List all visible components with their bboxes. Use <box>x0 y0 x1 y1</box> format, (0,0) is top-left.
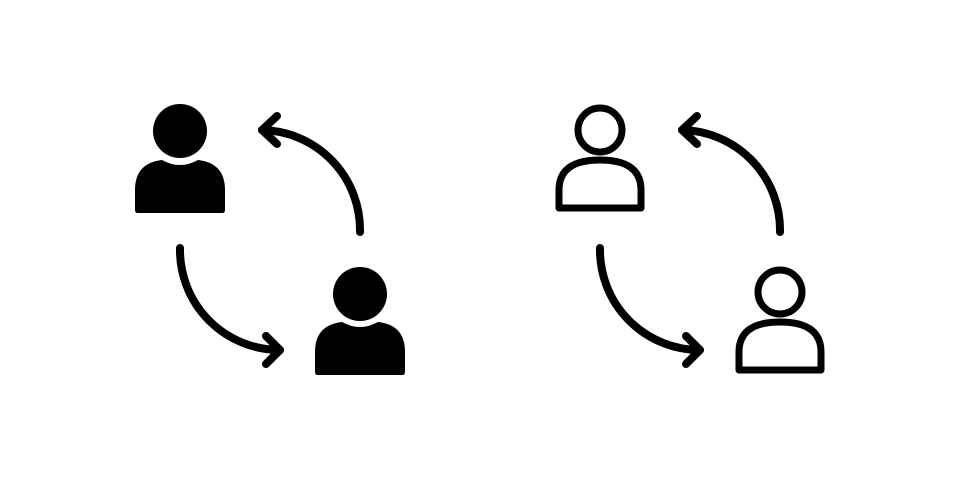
user-outline-icon <box>735 266 825 374</box>
arrow-curved-icon <box>595 244 704 368</box>
user-exchange-outline-icon <box>555 104 825 374</box>
user-exchange-filled-icon <box>135 104 405 375</box>
user-filled-icon <box>315 267 405 375</box>
arrow-curved-icon <box>678 112 785 236</box>
user-outline-icon <box>555 104 645 212</box>
arrow-curved-icon <box>175 244 284 368</box>
user-filled-icon <box>135 104 225 213</box>
arrow-curved-icon <box>258 112 365 236</box>
